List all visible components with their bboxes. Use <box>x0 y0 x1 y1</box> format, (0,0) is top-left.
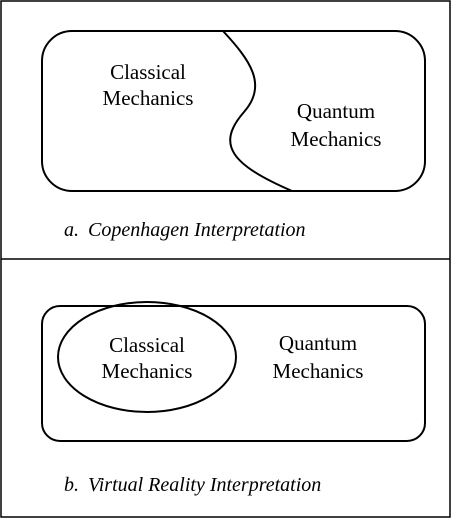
panel-a-caption-text: Copenhagen Interpretation <box>88 219 306 241</box>
panel-b-quantum-line1: Quantum <box>279 331 357 355</box>
panel-b-classical-line2: Mechanics <box>102 359 193 383</box>
panel-a-quantum-line2: Mechanics <box>291 127 382 151</box>
panel-a-box <box>41 30 426 192</box>
panel-a-boundary-curve <box>222 30 293 192</box>
panel-b-box <box>41 305 426 442</box>
panel-a-classical-line2: Mechanics <box>103 86 194 110</box>
panel-a: Classical Mechanics Quantum Mechanics a.… <box>41 30 426 241</box>
panel-b-quantum-line2: Mechanics <box>273 359 364 383</box>
panel-b-inner-ellipse <box>57 301 237 413</box>
panel-a-caption-letter: a. <box>64 219 79 241</box>
panel-b-classical-line1: Classical <box>109 333 185 357</box>
panel-b-caption-letter: b. <box>64 474 79 496</box>
panel-b: Classical Mechanics Quantum Mechanics b.… <box>41 301 426 496</box>
panel-b-caption: b. Virtual Reality Interpretation <box>64 474 321 496</box>
panel-a-classical-line1: Classical <box>110 60 186 84</box>
panel-a-caption: a. Copenhagen Interpretation <box>64 219 306 241</box>
panel-b-caption-text: Virtual Reality Interpretation <box>88 474 321 496</box>
panel-a-quantum-line1: Quantum <box>297 99 375 123</box>
